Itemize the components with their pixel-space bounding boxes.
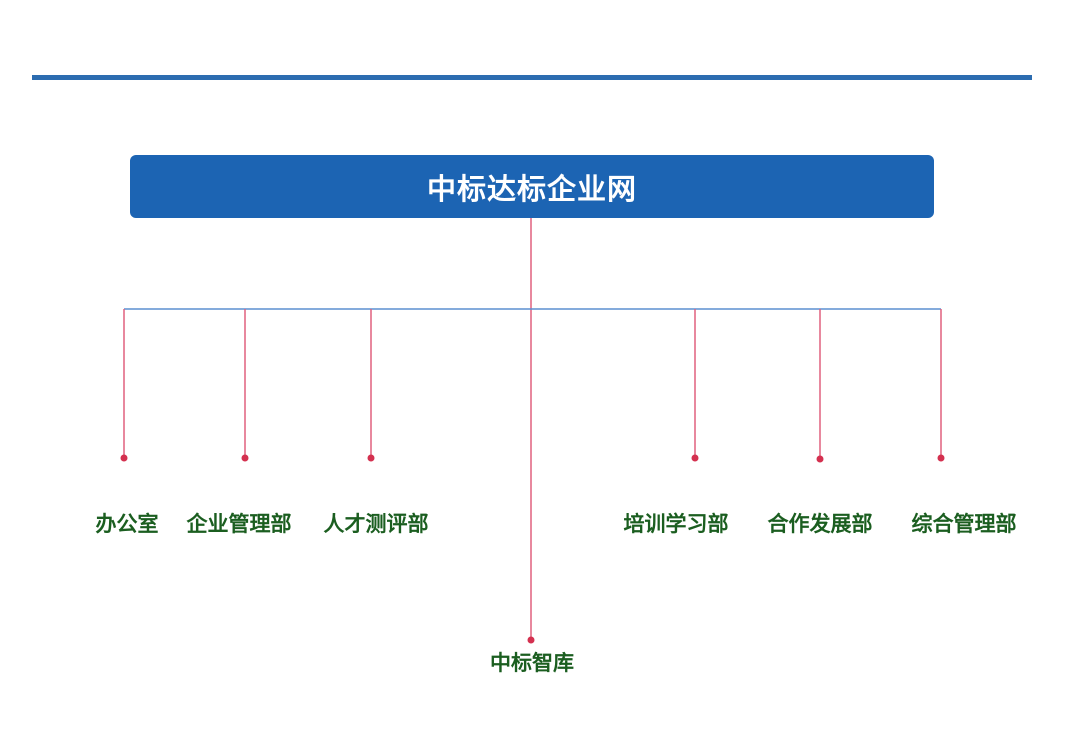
node-dot-cooperation — [816, 455, 824, 463]
node-dot-think-tank — [527, 636, 535, 644]
node-dot-general-mgmt — [937, 454, 945, 462]
dept-label-enterprise-mgmt: 企业管理部 — [186, 511, 292, 536]
think-tank-label: 中标智库 — [490, 650, 574, 675]
top-divider-rule — [32, 75, 1032, 80]
dept-label-training: 培训学习部 — [623, 511, 729, 536]
dept-label-office: 办公室 — [95, 511, 159, 536]
node-dot-office — [120, 454, 128, 462]
dept-label-talent-assessment: 人才测评部 — [323, 511, 429, 536]
dept-label-general-mgmt: 综合管理部 — [911, 511, 1017, 536]
root-node: 中标达标企业网 — [130, 155, 934, 218]
dept-label-cooperation: 合作发展部 — [767, 511, 873, 536]
node-dot-enterprise-mgmt — [241, 454, 249, 462]
root-node-label: 中标达标企业网 — [426, 171, 637, 206]
node-dot-talent-assessment — [367, 454, 375, 462]
node-dot-training — [691, 454, 699, 462]
